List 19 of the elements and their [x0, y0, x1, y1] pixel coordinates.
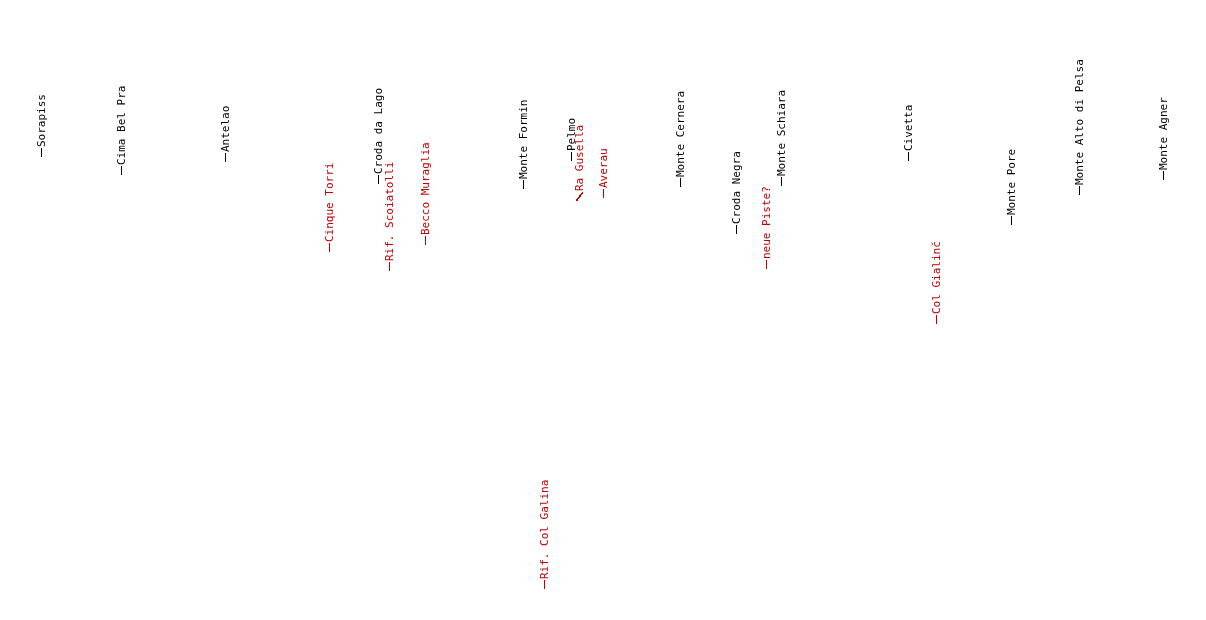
peak-label: Monte Cernera: [675, 90, 687, 188]
peak-label: Col Gialinč: [931, 241, 943, 325]
peak-label: Monte Pore: [1006, 148, 1018, 226]
peak-label: Civetta: [903, 104, 915, 162]
peak-label: Monte Alto di Pelsa: [1074, 59, 1086, 196]
peak-label: Croda da Lago: [373, 87, 385, 185]
peak-label: Rif. Col Galina: [539, 479, 551, 590]
peak-label: Monte Agner: [1158, 97, 1170, 181]
peak-label: Averau: [598, 148, 610, 199]
peak-label: Monte Formin: [518, 99, 530, 190]
peak-label: Croda Negra: [731, 151, 743, 235]
peak-label: Cima Bel Pra: [116, 85, 128, 176]
peak-label: neue Piste?: [761, 186, 773, 270]
peak-label: Becco Muraglia: [420, 142, 432, 246]
peak-label: Sorapiss: [36, 94, 48, 158]
peak-label: Rif. Scoiatolli: [384, 161, 396, 272]
peak-label: Monte Schiara: [776, 89, 788, 187]
peak-label: Cinque Torri: [324, 162, 336, 253]
peak-label: Antelao: [220, 105, 232, 163]
